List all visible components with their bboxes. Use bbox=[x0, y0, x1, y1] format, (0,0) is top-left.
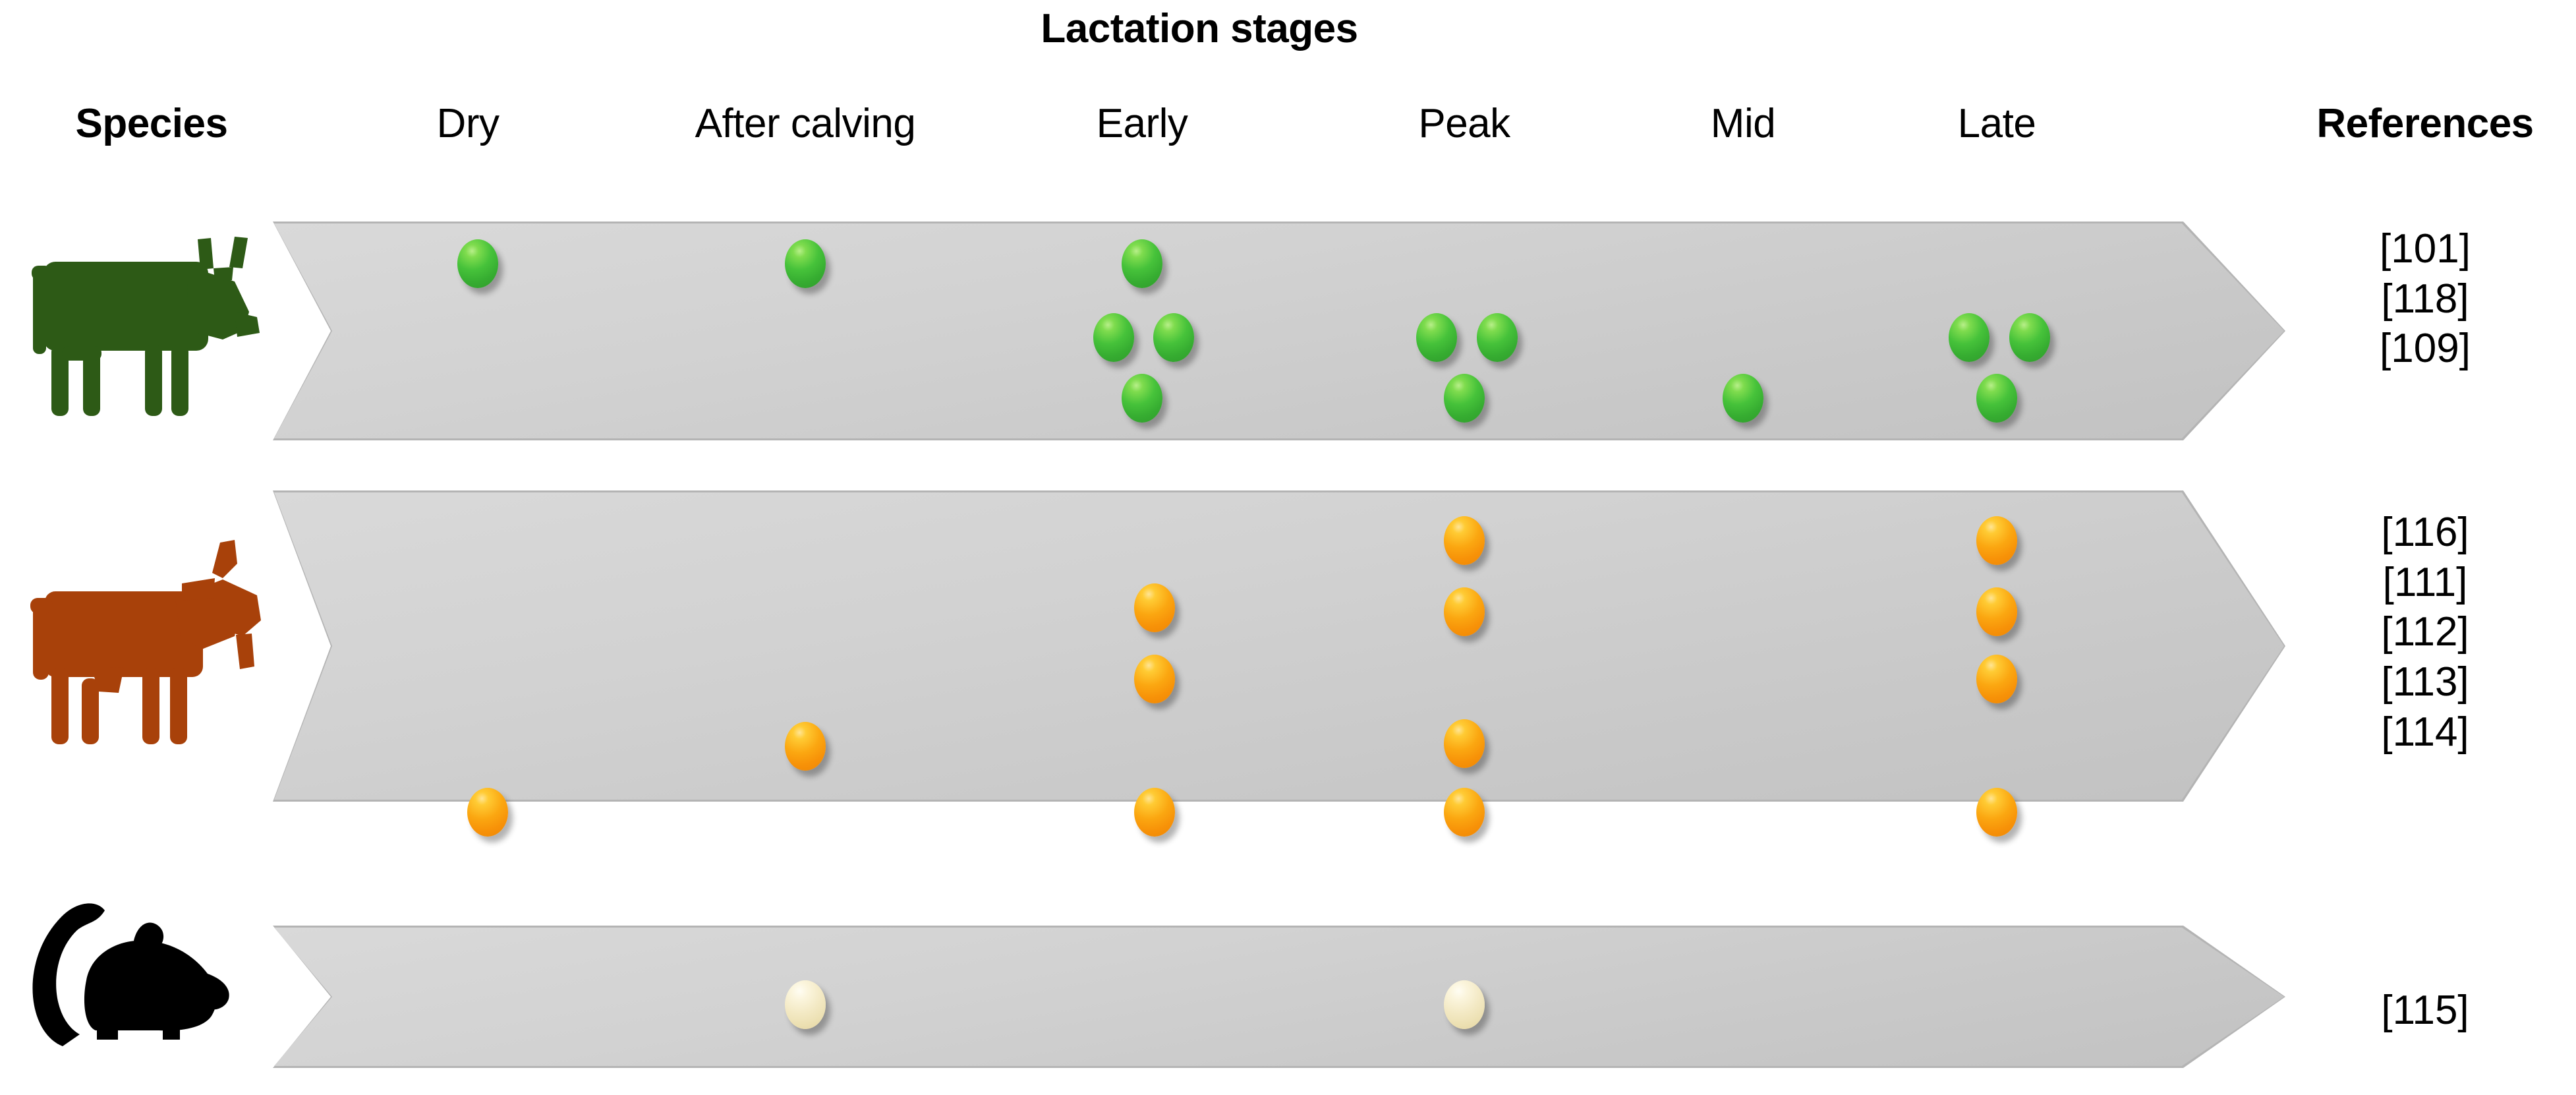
data-dot-goat-peak-3 bbox=[1444, 719, 1485, 768]
data-dot-goat-early-2 bbox=[1134, 655, 1175, 703]
goat-stage-band bbox=[274, 492, 2284, 800]
data-dot-cow-peak-2 bbox=[1477, 313, 1518, 362]
column-header-dry: Dry bbox=[436, 101, 500, 146]
lactation-stages-title: Lactation stages bbox=[1041, 6, 1358, 51]
data-dot-cow-early-2 bbox=[1093, 313, 1134, 362]
data-dot-cow-early-3 bbox=[1153, 313, 1194, 362]
data-dot-cow-mid-1 bbox=[1723, 374, 1763, 423]
data-dot-cow-peak-3 bbox=[1444, 374, 1485, 423]
data-dot-goat-peak-4 bbox=[1444, 788, 1485, 837]
goat-icon bbox=[25, 537, 275, 748]
reference-item: [112] bbox=[2381, 609, 2469, 655]
cow-icon bbox=[25, 234, 275, 425]
references-goat: [116] [111] [112] [113] [114] bbox=[2381, 508, 2469, 757]
reference-item: [109] bbox=[2380, 326, 2471, 372]
column-header-references: References bbox=[2316, 101, 2534, 146]
reference-item: [113] bbox=[2381, 659, 2469, 705]
references-mouse: [115] bbox=[2381, 986, 2469, 1036]
data-dot-goat-peak-2 bbox=[1444, 587, 1485, 636]
data-dot-goat-late-2 bbox=[1976, 587, 2017, 636]
reference-item: [101] bbox=[2380, 226, 2471, 272]
data-dot-goat-early-1 bbox=[1134, 583, 1175, 632]
data-dot-goat-early-3 bbox=[1134, 788, 1175, 837]
data-dot-cow-late-2 bbox=[2009, 313, 2050, 362]
column-header-after-calving: After calving bbox=[695, 101, 916, 146]
reference-item: [114] bbox=[2381, 709, 2469, 755]
data-dot-goat-late-4 bbox=[1976, 788, 2017, 837]
data-dot-goat-dry-1 bbox=[467, 788, 508, 837]
data-dot-cow-early-1 bbox=[1122, 239, 1162, 288]
references-cow: [101] [118] [109] bbox=[2380, 224, 2471, 374]
data-dot-cow-aftercalving-1 bbox=[785, 239, 826, 288]
column-header-species: Species bbox=[75, 101, 228, 146]
data-dot-mouse-peak-1 bbox=[1444, 980, 1485, 1029]
column-header-mid: Mid bbox=[1710, 101, 1776, 146]
data-dot-cow-late-1 bbox=[1949, 313, 1989, 362]
reference-item: [116] bbox=[2381, 510, 2469, 555]
column-header-peak: Peak bbox=[1418, 101, 1510, 146]
reference-item: [115] bbox=[2381, 988, 2469, 1033]
mouse-icon bbox=[23, 900, 241, 1065]
column-header-early: Early bbox=[1096, 101, 1188, 146]
data-dot-cow-dry-1 bbox=[457, 239, 498, 288]
data-dot-cow-late-3 bbox=[1976, 374, 2017, 423]
data-dot-goat-aftercalving-1 bbox=[785, 722, 826, 771]
data-dot-mouse-aftercalving-1 bbox=[785, 980, 826, 1029]
reference-item: [118] bbox=[2381, 276, 2469, 322]
mouse-stage-band bbox=[274, 928, 2284, 1066]
data-dot-goat-late-1 bbox=[1976, 516, 2017, 565]
reference-item: [111] bbox=[2382, 559, 2468, 605]
column-header-late: Late bbox=[1957, 101, 2036, 146]
data-dot-goat-late-3 bbox=[1976, 655, 2017, 703]
data-dot-cow-peak-1 bbox=[1416, 313, 1457, 362]
data-dot-goat-peak-1 bbox=[1444, 516, 1485, 565]
data-dot-cow-early-4 bbox=[1122, 374, 1162, 423]
